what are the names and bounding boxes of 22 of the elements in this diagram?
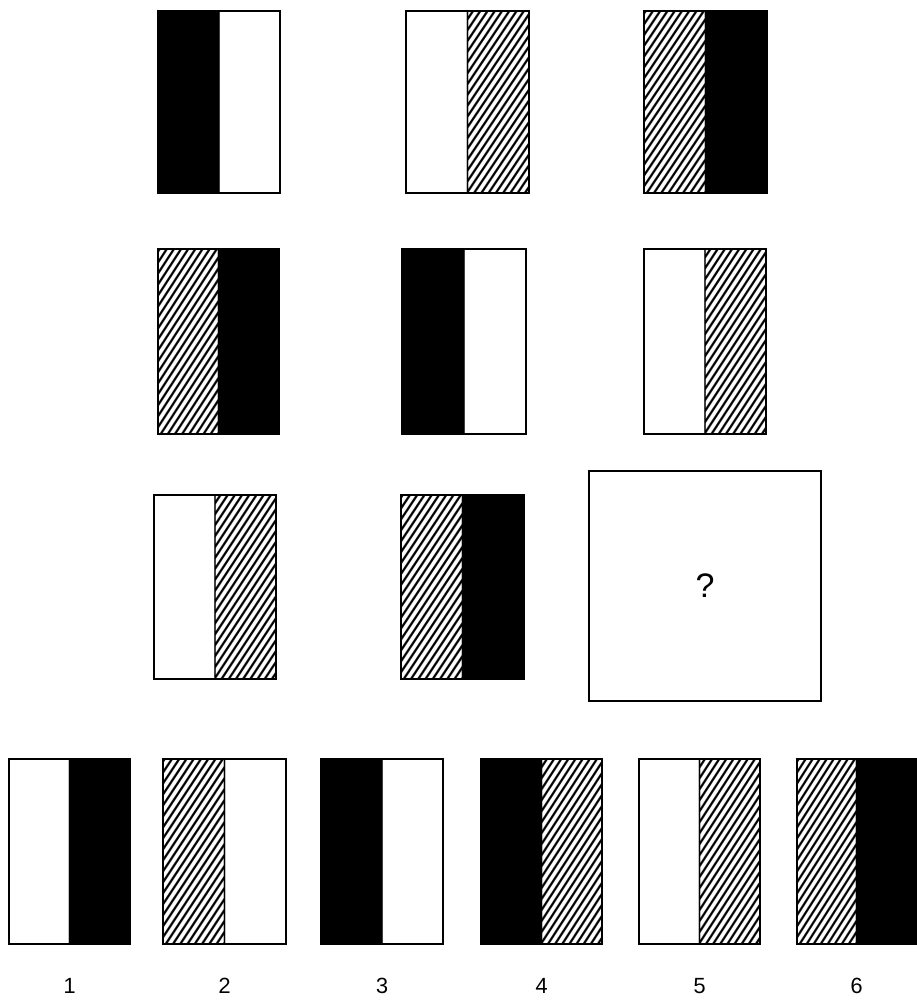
split-card [8, 758, 131, 945]
option-number: 2 [218, 975, 231, 997]
split-card [405, 10, 530, 194]
option-number: 4 [535, 975, 548, 997]
split-card [638, 758, 761, 945]
split-card [320, 758, 444, 945]
split-card [480, 758, 603, 945]
split-card [400, 494, 525, 680]
split-card [157, 248, 280, 435]
question-mark: ? [696, 569, 714, 603]
split-card [157, 10, 281, 194]
split-card [643, 248, 767, 435]
question-box [588, 470, 822, 702]
split-card [643, 10, 768, 194]
split-card [153, 494, 277, 680]
split-card [401, 248, 527, 435]
split-card [796, 758, 917, 945]
option-number: 3 [376, 975, 388, 997]
split-card [162, 758, 287, 945]
option-number: 5 [693, 975, 706, 997]
option-number: 1 [63, 975, 76, 997]
option-number: 6 [850, 975, 863, 997]
